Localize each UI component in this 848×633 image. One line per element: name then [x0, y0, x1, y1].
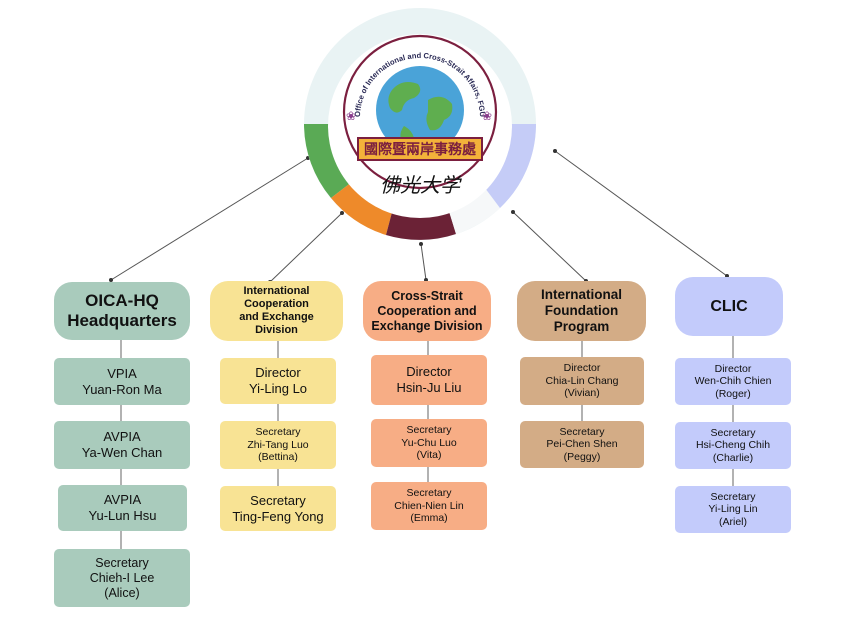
- cse-secretary-1: Secretary Yu-Chu Luo (Vita): [371, 419, 487, 467]
- hq-avpia-1: AVPIA Ya-Wen Chan: [54, 421, 190, 469]
- cse-secretary-2: Secretary Chien-Nien Lin (Emma): [371, 482, 487, 530]
- clic-secretary-2: Secretary Yi-Ling Lin (Ariel): [675, 486, 791, 533]
- ifp-secretary: Secretary Pei-Chen Shen (Peggy): [520, 421, 644, 468]
- ifp-director: Director Chia-Lin Chang (Vivian): [520, 357, 644, 405]
- right-flower-icon: ❀: [482, 109, 492, 123]
- ice-secretary-2: Secretary Ting-Feng Yong: [220, 486, 336, 531]
- oica-hq-headquarters: OICA-HQ Headquarters: [54, 282, 190, 340]
- clic-secretary-1: Secretary Hsi-Cheng Chih (Charlie): [675, 422, 791, 469]
- connector-cse: [418, 241, 429, 283]
- fgu-oica-logo: Office of International and Cross-Strait…: [300, 8, 540, 248]
- hq-avpia-2: AVPIA Yu-Lun Hsu: [58, 485, 187, 531]
- hq-vpia: VPIA Yuan-Ron Ma: [54, 358, 190, 405]
- ice-director: Director Yi-Ling Lo: [220, 358, 336, 404]
- cse-director: Director Hsin-Ju Liu: [371, 355, 487, 405]
- clic: CLIC: [675, 277, 783, 336]
- logo-banner-text: 國際暨兩岸事務處: [364, 141, 477, 158]
- hq-secretary: Secretary Chieh-I Lee (Alice): [54, 549, 190, 607]
- intl-cooperation-exchange-division: International Cooperation and Exchange D…: [210, 281, 343, 341]
- connector-ice: [267, 210, 345, 285]
- logo-calligraphy: 佛光大学: [380, 173, 462, 197]
- cross-strait-cooperation-exchange-division: Cross-Strait Cooperation and Exchange Di…: [363, 281, 491, 341]
- ice-secretary-1: Secretary Zhi-Tang Luo (Bettina): [220, 421, 336, 469]
- connector-hq: [108, 155, 311, 283]
- connector-clic: [552, 148, 730, 279]
- international-foundation-program: International Foundation Program: [517, 281, 646, 341]
- clic-director: Director Wen-Chih Chien (Roger): [675, 358, 791, 405]
- left-flower-icon: ❀: [346, 109, 356, 123]
